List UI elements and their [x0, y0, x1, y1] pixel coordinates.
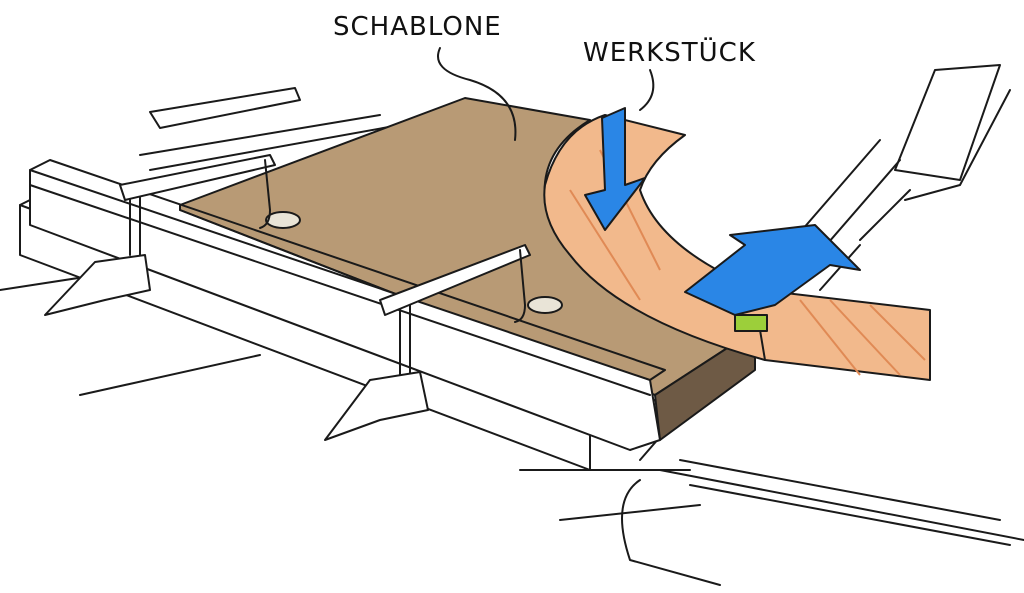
bearing	[735, 315, 767, 331]
label-template: SCHABLONE	[333, 12, 502, 42]
template-hole-1	[266, 212, 300, 228]
label-workpiece: WERKSTÜCK	[583, 38, 756, 68]
template-hole-2	[528, 297, 562, 313]
leader-workpiece	[640, 70, 653, 110]
